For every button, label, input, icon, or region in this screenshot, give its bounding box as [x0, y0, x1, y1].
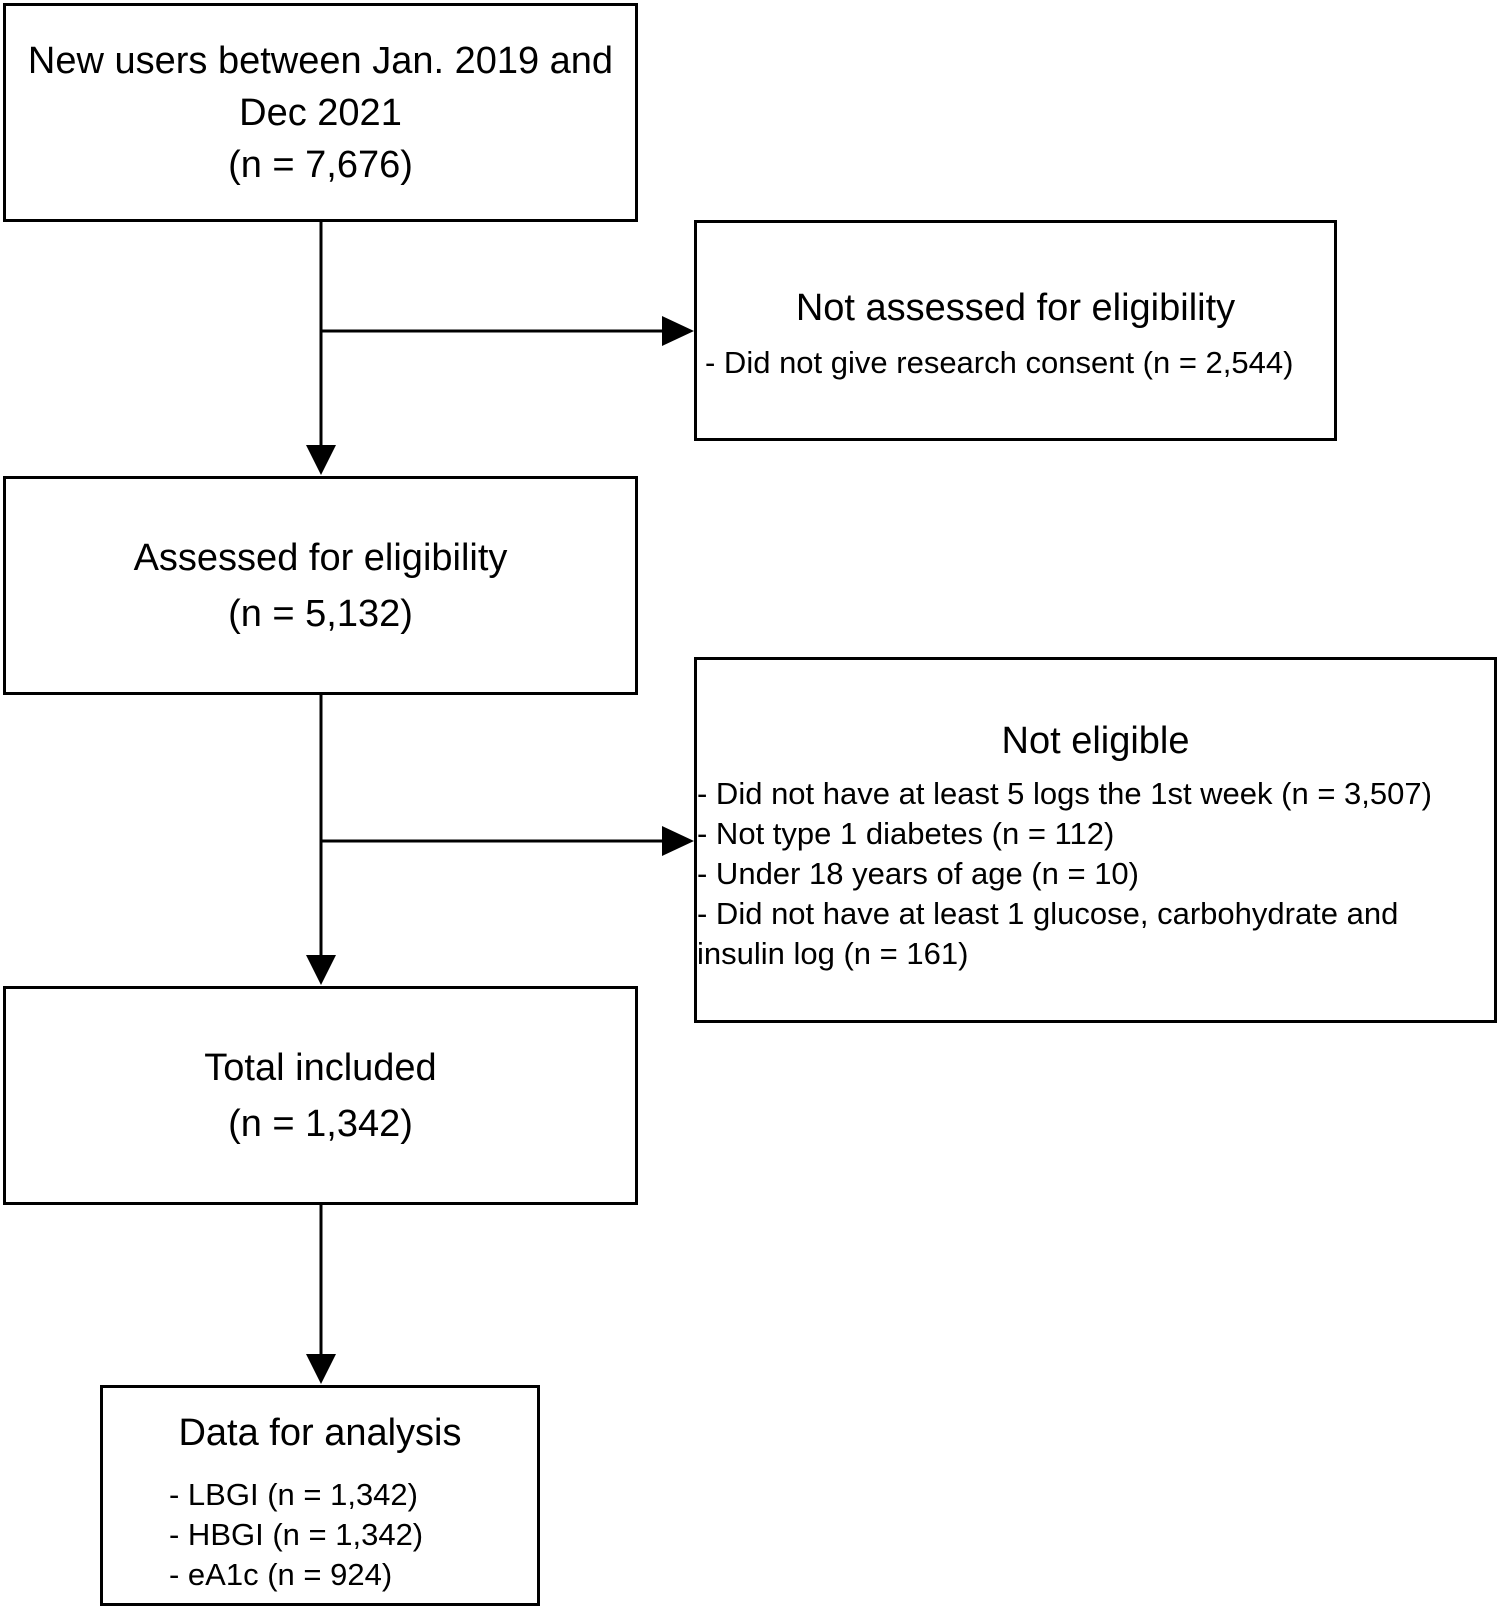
- arrowhead-to-data: [306, 1354, 336, 1384]
- data-for-analysis-item: - LBGI (n = 1,342): [169, 1477, 418, 1512]
- assessed-title: Assessed for eligibility: [133, 536, 508, 579]
- not-eligible-list: - Did not have at least 5 logs the 1st w…: [697, 774, 1487, 974]
- new-users-box: New users between Jan. 2019 and Dec 2021…: [3, 3, 638, 222]
- total-included-box: Total included (n = 1,342): [3, 986, 638, 1205]
- not-eligible-box: Not eligible - Did not have at least 5 l…: [694, 657, 1497, 1023]
- total-included-count: (n = 1,342): [228, 1102, 413, 1145]
- new-users-line-2: Dec 2021: [239, 91, 402, 134]
- not-assessed-item: - Did not give research consent (n = 2,5…: [705, 345, 1294, 380]
- data-for-analysis-title: Data for analysis: [178, 1412, 462, 1454]
- data-for-analysis-box: Data for analysis - LBGI (n = 1,342) - H…: [100, 1385, 540, 1606]
- not-eligible-item: - Did not have at least 5 logs the 1st w…: [697, 776, 1432, 811]
- not-eligible-item: - Not type 1 diabetes (n = 112): [697, 816, 1115, 851]
- arrowhead-to-total: [306, 955, 336, 985]
- arrowhead-to-assessed: [306, 445, 336, 475]
- total-included-title: Total included: [204, 1046, 437, 1089]
- data-for-analysis-item: - HBGI (n = 1,342): [169, 1517, 424, 1552]
- not-eligible-item: insulin log (n = 161): [697, 936, 969, 971]
- arrowhead-to-not-eligible: [662, 826, 694, 856]
- not-assessed-box: Not assessed for eligibility - Did not g…: [694, 220, 1337, 441]
- not-eligible-item: - Did not have at least 1 glucose, carbo…: [697, 896, 1399, 931]
- not-eligible-item: - Under 18 years of age (n = 10): [697, 856, 1139, 891]
- data-for-analysis-item: - eA1c (n = 924): [169, 1557, 393, 1592]
- not-eligible-title: Not eligible: [1001, 720, 1190, 762]
- assessed-count: (n = 5,132): [228, 592, 413, 635]
- not-assessed-title: Not assessed for eligibility: [795, 287, 1236, 329]
- data-for-analysis-list: - LBGI (n = 1,342) - HBGI (n = 1,342) - …: [169, 1475, 423, 1595]
- arrowhead-to-not-assessed: [662, 316, 694, 346]
- new-users-line-1: New users between Jan. 2019 and: [27, 39, 614, 82]
- new-users-count: (n = 7,676): [228, 143, 413, 186]
- assessed-box: Assessed for eligibility (n = 5,132): [3, 476, 638, 695]
